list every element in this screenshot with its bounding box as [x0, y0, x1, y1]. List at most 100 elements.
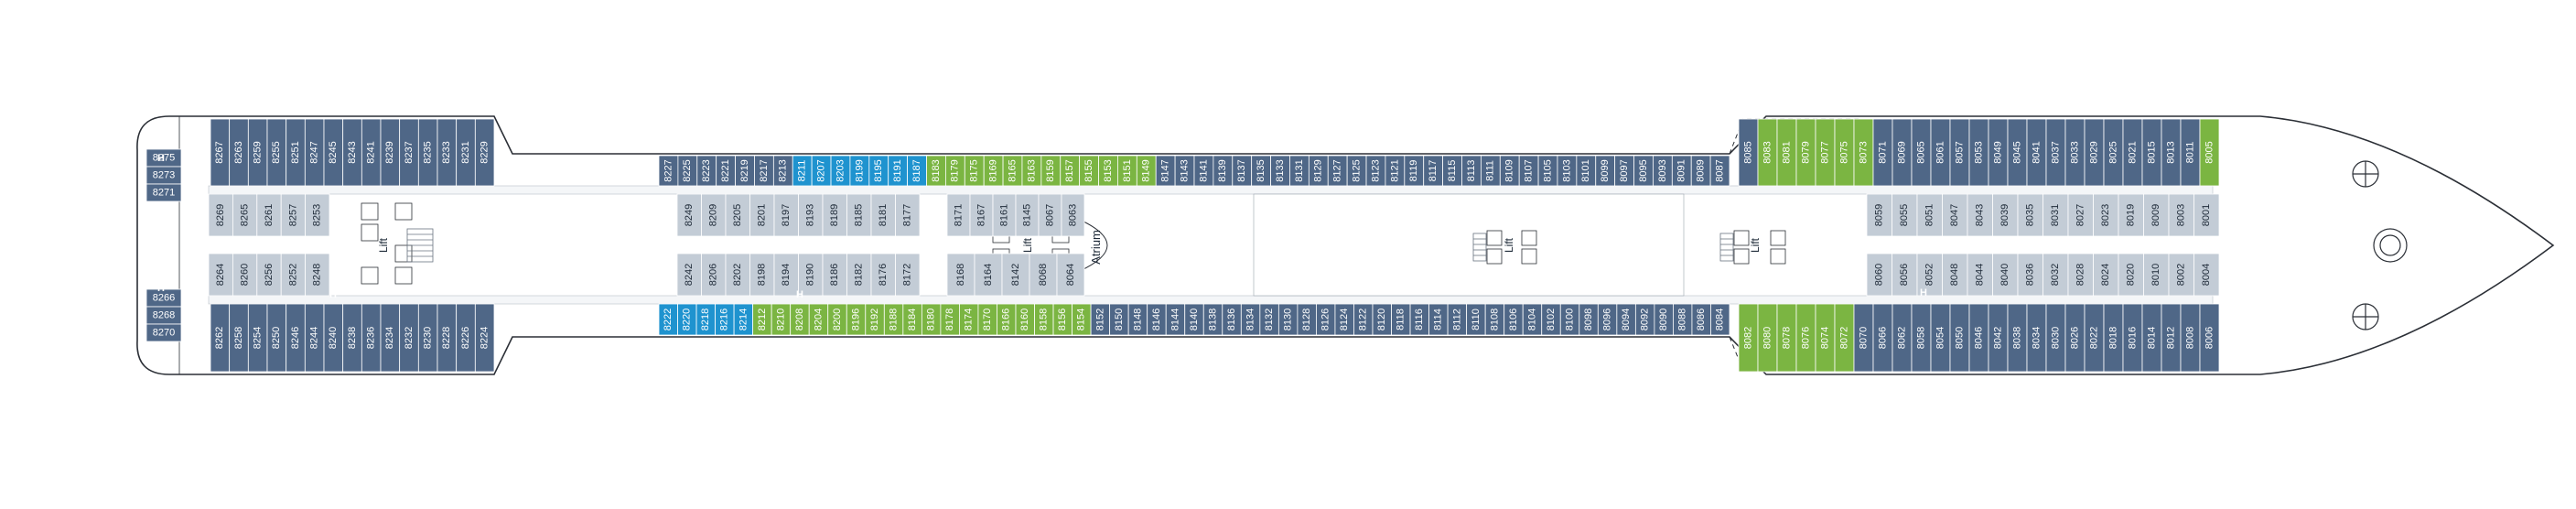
- aft-cabin-8273[interactable]: 8273: [146, 166, 182, 185]
- cabin-8229[interactable]: 8229: [474, 118, 495, 187]
- cabin-8002[interactable]: 8002: [2168, 253, 2194, 297]
- cabin-8059[interactable]: 8059: [1866, 193, 1892, 237]
- cabin-8176[interactable]: 8176: [870, 253, 896, 297]
- cabin-8146[interactable]: 8146: [1147, 303, 1167, 336]
- cabin-8224[interactable]: 8224: [474, 303, 495, 373]
- cabin-8005[interactable]: 8005: [2199, 118, 2220, 187]
- cabin-8026[interactable]: 8026: [2064, 303, 2086, 373]
- cabin-8210[interactable]: 8210: [771, 303, 792, 336]
- cabin-8076[interactable]: 8076: [1795, 303, 1816, 373]
- cabin-8057[interactable]: 8057: [1949, 118, 1970, 187]
- cabin-8149[interactable]: 8149: [1136, 155, 1157, 187]
- cabin-8109[interactable]: 8109: [1499, 155, 1520, 187]
- cabin-8142[interactable]: 8142: [1001, 253, 1030, 297]
- cabin-8253[interactable]: 8253: [305, 193, 330, 237]
- cabin-8147[interactable]: 8147: [1155, 155, 1176, 187]
- cabin-8112[interactable]: 8112: [1447, 303, 1468, 336]
- cabin-8219[interactable]: 8219: [735, 155, 755, 187]
- cabin-8048[interactable]: 8048: [1942, 253, 1968, 297]
- cabin-8095[interactable]: 8095: [1633, 155, 1654, 187]
- cabin-8131[interactable]: 8131: [1289, 155, 1310, 187]
- cabin-8021[interactable]: 8021: [2122, 118, 2143, 187]
- cabin-8129[interactable]: 8129: [1308, 155, 1329, 187]
- cabin-8250[interactable]: 8250: [266, 303, 287, 373]
- cabin-8107[interactable]: 8107: [1518, 155, 1539, 187]
- cabin-8184[interactable]: 8184: [902, 303, 922, 336]
- cabin-8009[interactable]: 8009: [2143, 193, 2170, 237]
- aft-cabin-8270[interactable]: 8270: [146, 323, 182, 342]
- cabin-8049[interactable]: 8049: [1988, 118, 2009, 187]
- cabin-8134[interactable]: 8134: [1240, 303, 1261, 336]
- cabin-8006[interactable]: 8006: [2199, 303, 2220, 373]
- cabin-8159[interactable]: 8159: [1040, 155, 1062, 187]
- cabin-8203[interactable]: 8203: [830, 155, 851, 187]
- cabin-8242[interactable]: 8242: [676, 253, 702, 297]
- cabin-8196[interactable]: 8196: [846, 303, 867, 336]
- cabin-8238[interactable]: 8238: [342, 303, 362, 373]
- cabin-8050[interactable]: 8050: [1949, 303, 1970, 373]
- cabin-8042[interactable]: 8042: [1988, 303, 2009, 373]
- cabin-8044[interactable]: 8044: [1967, 253, 1993, 297]
- cabin-8004[interactable]: 8004: [2193, 253, 2220, 297]
- cabin-8053[interactable]: 8053: [1968, 118, 1989, 187]
- cabin-8067[interactable]: 8067: [1038, 193, 1062, 237]
- cabin-8230[interactable]: 8230: [417, 303, 438, 373]
- cabin-8213[interactable]: 8213: [772, 155, 793, 187]
- cabin-8188[interactable]: 8188: [883, 303, 904, 336]
- cabin-8179[interactable]: 8179: [944, 155, 965, 187]
- cabin-8241[interactable]: 8241: [361, 118, 382, 187]
- cabin-8126[interactable]: 8126: [1316, 303, 1336, 336]
- cabin-8121[interactable]: 8121: [1385, 155, 1406, 187]
- cabin-8232[interactable]: 8232: [399, 303, 419, 373]
- cabin-8031[interactable]: 8031: [2042, 193, 2069, 237]
- cabin-8001[interactable]: 8001: [2193, 193, 2220, 237]
- cabin-8038[interactable]: 8038: [2007, 303, 2028, 373]
- cabin-8104[interactable]: 8104: [1522, 303, 1543, 336]
- cabin-8135[interactable]: 8135: [1251, 155, 1271, 187]
- cabin-8249[interactable]: 8249: [676, 193, 702, 237]
- cabin-8178[interactable]: 8178: [940, 303, 960, 336]
- cabin-8122[interactable]: 8122: [1353, 303, 1374, 336]
- cabin-8098[interactable]: 8098: [1579, 303, 1599, 336]
- cabin-8062[interactable]: 8062: [1892, 303, 1913, 373]
- cabin-8025[interactable]: 8025: [2103, 118, 2124, 187]
- cabin-8035[interactable]: 8035: [2017, 193, 2043, 237]
- cabin-8084[interactable]: 8084: [1710, 303, 1730, 336]
- cabin-8073[interactable]: 8073: [1853, 118, 1874, 187]
- cabin-8055[interactable]: 8055: [1892, 193, 1918, 237]
- cabin-8212[interactable]: 8212: [752, 303, 772, 336]
- cabin-8046[interactable]: 8046: [1968, 303, 1989, 373]
- cabin-8072[interactable]: 8072: [1834, 303, 1855, 373]
- cabin-8233[interactable]: 8233: [437, 118, 458, 187]
- cabin-8171[interactable]: 8171: [946, 193, 971, 237]
- cabin-8154[interactable]: 8154: [1072, 303, 1092, 336]
- cabin-8064[interactable]: 8064: [1056, 253, 1085, 297]
- cabin-8175[interactable]: 8175: [964, 155, 985, 187]
- cabin-8220[interactable]: 8220: [677, 303, 697, 336]
- cabin-8136[interactable]: 8136: [1222, 303, 1242, 336]
- cabin-8110[interactable]: 8110: [1466, 303, 1486, 336]
- cabin-8003[interactable]: 8003: [2168, 193, 2194, 237]
- cabin-8102[interactable]: 8102: [1541, 303, 1561, 336]
- cabin-8207[interactable]: 8207: [811, 155, 832, 187]
- cabin-8101[interactable]: 8101: [1576, 155, 1597, 187]
- cabin-8251[interactable]: 8251: [286, 118, 306, 187]
- cabin-8061[interactable]: 8061: [1930, 118, 1951, 187]
- aft-cabin-8275[interactable]: 8275: [146, 148, 182, 168]
- cabin-8258[interactable]: 8258: [229, 303, 249, 373]
- cabin-8117[interactable]: 8117: [1423, 155, 1444, 187]
- cabin-8065[interactable]: 8065: [1911, 118, 1932, 187]
- cabin-8047[interactable]: 8047: [1942, 193, 1968, 237]
- cabin-8120[interactable]: 8120: [1372, 303, 1392, 336]
- cabin-8182[interactable]: 8182: [846, 253, 872, 297]
- cabin-8216[interactable]: 8216: [715, 303, 735, 336]
- cabin-8010[interactable]: 8010: [2143, 253, 2170, 297]
- cabin-8014[interactable]: 8014: [2141, 303, 2162, 373]
- cabin-8186[interactable]: 8186: [822, 253, 847, 297]
- cabin-8108[interactable]: 8108: [1484, 303, 1505, 336]
- cabin-8028[interactable]: 8028: [2067, 253, 2094, 297]
- cabin-8114[interactable]: 8114: [1428, 303, 1449, 336]
- cabin-8029[interactable]: 8029: [2084, 118, 2105, 187]
- cabin-8206[interactable]: 8206: [701, 253, 727, 297]
- cabin-8240[interactable]: 8240: [323, 303, 344, 373]
